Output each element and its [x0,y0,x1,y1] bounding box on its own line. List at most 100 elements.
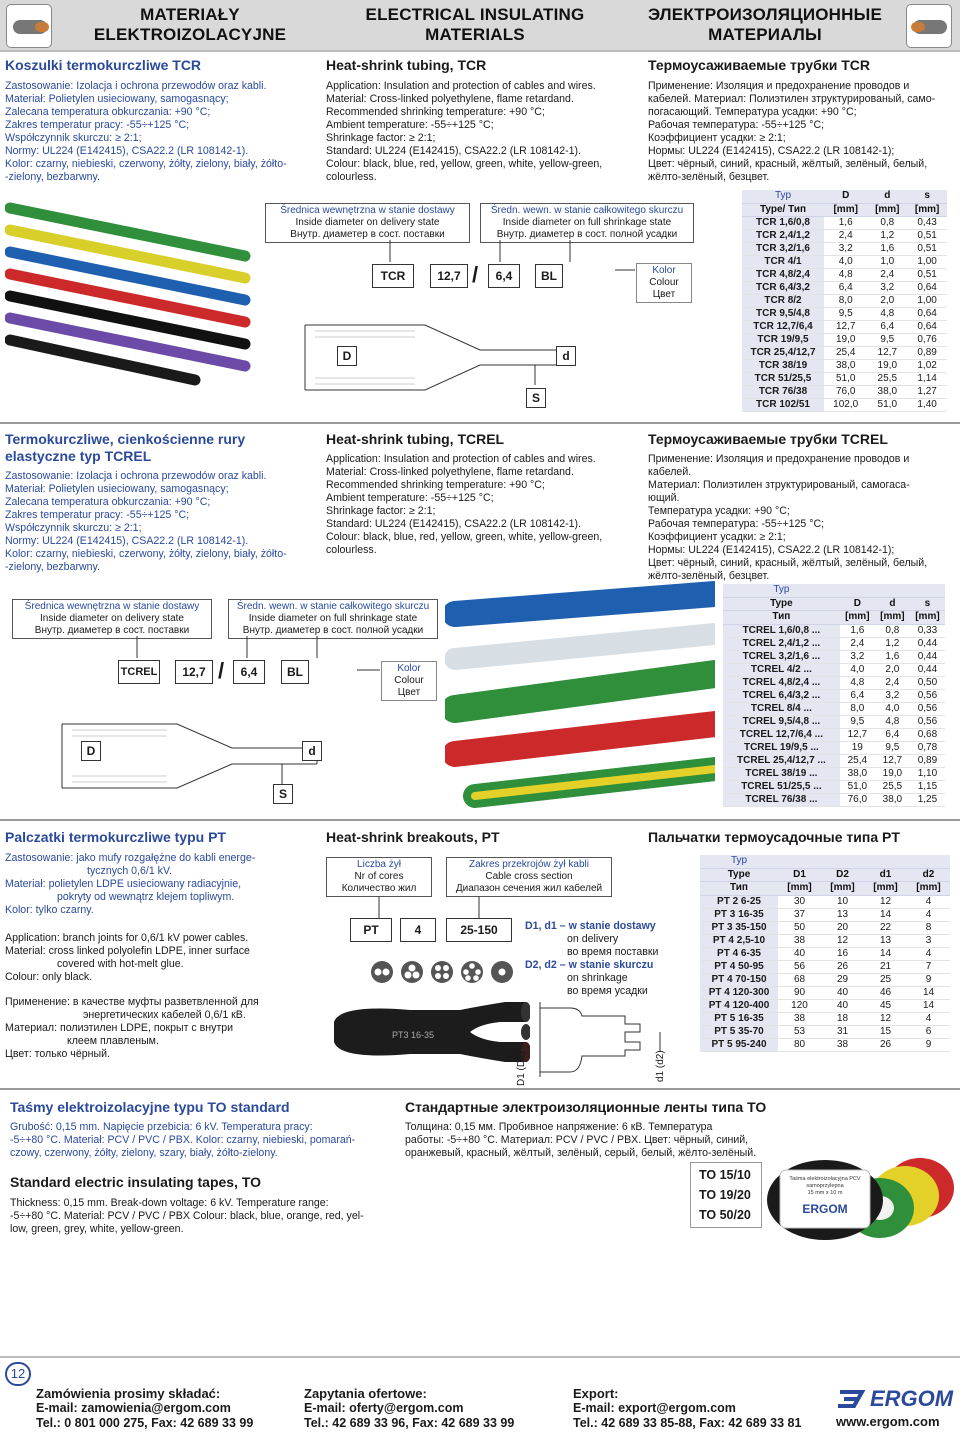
type-cell: TCREL 6,4/3,2 ... [723,689,840,703]
type-cell: TCR 102/51 [742,398,824,412]
value-cell: 19,0 [867,359,908,373]
section-divider [0,819,960,821]
dim-d-label: d [556,346,576,366]
tcrel-color-code: BL [281,660,309,684]
core-count-icons [370,960,520,988]
value-cell: 9,5 [839,715,875,729]
type-cell: TCR 2,4/1,2 [742,229,824,243]
value-cell: 12,7 [839,728,875,742]
value-cell: 8,0 [839,702,875,716]
value-cell: 0,76 [907,333,947,347]
type-cell: TCR 1,6/0,8 [742,216,824,230]
value-cell: 38,0 [874,793,910,807]
value-cell: 12 [864,1012,907,1026]
dim-d-label: d [302,741,322,761]
tape-print-line: samoprzylepna [806,1183,844,1189]
pt-dimension-drawing [539,1002,661,1077]
value-cell: 12,7 [867,346,908,360]
value-cell: 0,33 [909,624,945,638]
value-cell: 102,0 [824,398,868,412]
value-cell: 1,25 [909,793,945,807]
type-cell: TCREL 51/25,5 ... [723,780,840,794]
value-cell: 37 [778,908,821,922]
value-cell: 0,56 [909,715,945,729]
pt-desc-pl: Zastosowanie: jako mufy rozgałężne do ka… [5,852,256,916]
value-cell: 3,2 [874,689,910,703]
pt-desc-ru: Применение: в качестве муфты разветвленн… [5,996,259,1060]
type-cell: TCREL 8/4 ... [723,702,840,716]
value-cell: 4 [907,1012,950,1026]
value-cell: 38 [778,934,821,948]
value-cell: 25 [864,973,907,987]
value-cell: 25,4 [824,346,868,360]
value-cell: 9 [907,1038,950,1052]
value-cell: 1,10 [909,767,945,781]
value-cell: 38 [778,1012,821,1026]
tcrel-title-ru: Термоусаживаемые трубки TCREL [648,431,888,447]
type-cell: TCREL 9,5/4,8 ... [723,715,840,729]
value-cell: 1,2 [867,229,908,243]
value-cell: 0,64 [907,320,947,334]
value-cell: 14 [864,908,907,922]
value-cell: 25,4 [839,754,875,768]
value-cell: 6,4 [874,728,910,742]
type-cell: TCR 12,7/6,4 [742,320,824,334]
value-cell: 9,5 [874,741,910,755]
pt-desc-en: Application: branch joints for 0,6/1 kV … [5,932,250,983]
value-cell: 2,4 [867,268,908,282]
value-cell: 2,0 [874,663,910,677]
type-cell: TCREL 76/38 ... [723,793,840,807]
value-cell: 1,00 [907,255,947,269]
type-cell: PT 3 16-35 [700,908,778,922]
value-cell: 0,68 [909,728,945,742]
type-cell: TCREL 25,4/12,7 ... [723,754,840,768]
tcr-title-en: Heat-shrink tubing, TCR [326,57,487,73]
pt-title-pl: Palczatki termokurczliwe typu PT [5,829,226,845]
dim-S-label: S [526,388,546,408]
value-cell: 0,8 [867,216,908,230]
value-cell: 46 [864,986,907,1000]
value-cell: 0,44 [909,663,945,677]
value-cell: 2,4 [839,637,875,651]
type-cell: TCR 51/25,5 [742,372,824,386]
tcrel-code-box: TCREL [118,660,160,684]
page-number: 12 [5,1362,31,1386]
value-cell: 6,4 [867,320,908,334]
value-cell: 0,51 [907,242,947,256]
slash-separator: / [472,262,479,287]
tcrel-label-inside-shrink: Średn. wewn. w stanie całkowitego skurcz… [228,599,438,639]
value-cell: 9,5 [824,307,868,321]
value-cell: 0,78 [909,741,945,755]
header-title-en: ELECTRICAL INSULATING MATERIALS [365,5,585,44]
tape-rolls-image: Taśma elektroizolacyjna PCV samoprzylepn… [767,1158,954,1240]
value-cell: 30 [778,895,821,909]
value-cell: 7 [907,960,950,974]
to-desc-en: Thickness: 0,15 mm. Break-down voltage: … [10,1197,364,1235]
value-cell: 1,6 [874,650,910,664]
value-cell: 29 [821,973,864,987]
type-cell: TCR 19/9,5 [742,333,824,347]
value-cell: 1,2 [874,637,910,651]
value-cell: 0,56 [909,689,945,703]
type-cell: PT 4 120-400 [700,999,778,1013]
pt-cross-box: 25-150 [446,918,512,942]
value-cell: 3 [907,934,950,948]
value-cell: 4,0 [839,663,875,677]
value-cell: 2,4 [874,676,910,690]
type-cell: TCR 3,2/1,6 [742,242,824,256]
value-cell: 1,15 [909,780,945,794]
value-cell: 12 [821,934,864,948]
tape-print-line: Taśma elektroizolacyjna PCV [789,1176,861,1182]
